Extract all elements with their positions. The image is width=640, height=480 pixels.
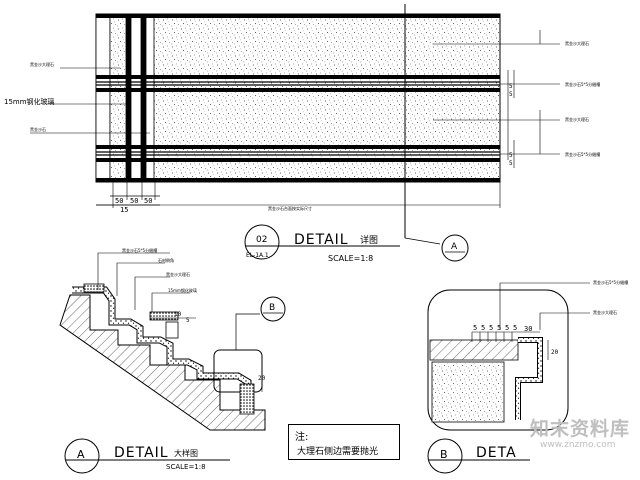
top-outer-frame <box>95 13 501 183</box>
callout-left-mid: 15mm钢化玻璃 <box>4 97 55 106</box>
dim-v-2: 5 <box>509 91 513 98</box>
b-slab <box>429 339 519 361</box>
left-band-6 <box>145 13 155 183</box>
detail-b: 5 5 5 5 5 5 30 20 黑金沙石5*5分缝槽 黑金沙大理石 B DE… <box>427 279 628 474</box>
callout-right-3: 黑金沙大理石 <box>565 116 589 122</box>
b-bubble: B <box>440 448 448 461</box>
b-callout-1: 黑金沙石5*5分缝槽 <box>593 279 628 285</box>
b-dim-3: 5 <box>489 324 493 332</box>
b-dim-1: 5 <box>473 324 477 332</box>
callout-left-bot: 黑金沙石 <box>30 126 46 132</box>
marble-band-inner <box>72 287 251 408</box>
b-dim-2: 5 <box>481 324 485 332</box>
left-band-4 <box>130 13 142 183</box>
a-dim-1: 10 <box>174 311 182 318</box>
a-callout-4: 15mm钢化玻璃 <box>168 287 197 293</box>
a-title: DETAIL <box>114 445 169 461</box>
detail-title-cn: 详图 <box>360 234 378 246</box>
concrete-body <box>59 294 266 431</box>
dim-v-4: 5 <box>509 160 513 167</box>
ref-b-bubble <box>260 296 286 322</box>
b-dim-6: 5 <box>513 324 517 332</box>
callout-left-top: 黑金沙大理石 <box>30 61 54 67</box>
b-dim-4: 5 <box>497 324 501 332</box>
b-dim-side: 30 <box>524 325 532 333</box>
title-bubble <box>244 224 280 260</box>
a-dim-2: 5 <box>186 317 190 324</box>
callout-right-1: 黑金沙大理石 <box>565 40 589 46</box>
top-detail: 黑金沙大理石 15mm钢化玻璃 黑金沙石 黑金沙大理石 黑金沙石5*5分缝槽 黑… <box>4 4 600 263</box>
bottom-note: 黑金沙石台面按实际尺寸 <box>268 205 312 211</box>
a-dim-3: 20 <box>258 375 266 382</box>
hband-2 <box>96 88 500 92</box>
left-band-3 <box>126 14 131 182</box>
a-scale: SCALE=1:8 <box>166 463 206 471</box>
a-bubble: A <box>77 448 85 461</box>
a-title-bubble <box>64 438 100 474</box>
dim-h-sub: 15 <box>120 206 128 214</box>
section-tag: A <box>451 242 458 252</box>
note-box: 注: 大理石侧边需要抛光 <box>288 424 400 460</box>
watermark: 知末资料库 www.znzmo.com <box>530 410 640 480</box>
b-round-frame <box>427 289 569 431</box>
note-text: 大理石侧边需要抛光 <box>297 447 379 457</box>
dim-h-3: 50 <box>144 197 152 205</box>
hband-bottom <box>96 178 500 182</box>
hband-1 <box>96 75 500 79</box>
a-callout-1: 黑金沙石5*5分缝槽 <box>122 247 157 253</box>
b-dim-5: 5 <box>505 324 509 332</box>
hband-top <box>96 14 500 18</box>
bubble-num: 02 <box>256 235 267 245</box>
detail-title: DETAIL <box>294 232 349 248</box>
left-band-1 <box>95 13 111 183</box>
b-dim-right: 20 <box>551 349 559 356</box>
b-title: DETA <box>476 445 517 461</box>
hband-3 <box>96 145 500 149</box>
left-band-2 <box>109 13 127 183</box>
callout-b-box <box>213 349 263 393</box>
detail-scale: SCALE=1:8 <box>328 254 373 263</box>
callout-right-4: 黑金沙石5*5分缝槽 <box>565 151 600 157</box>
detail-a: B 黑金沙石5*5分缝槽 石材倒角 黑金沙大理石 15mm钢化玻璃 10 5 2… <box>59 247 286 474</box>
callout-right-2: 黑金沙石5*5分缝槽 <box>565 81 600 87</box>
left-band-5 <box>141 14 146 182</box>
dim-v-1: 5 <box>509 83 513 90</box>
b-title-bubble <box>427 438 463 474</box>
dim-v-3: 5 <box>509 152 513 159</box>
a-callout-2: 石材倒角 <box>158 257 174 263</box>
hband-4 <box>96 158 500 162</box>
b-marble <box>431 361 505 423</box>
watermark-sub: www.znzmo.com <box>540 440 616 450</box>
watermark-main: 知末资料库 <box>530 418 631 440</box>
a-callout-3: 黑金沙大理石 <box>166 271 190 277</box>
dim-h-1: 50 <box>115 197 123 205</box>
b-callout-2: 黑金沙大理石 <box>593 309 617 315</box>
dim-h-2: 50 <box>130 197 138 205</box>
bubble-ref: EL-1A.1 <box>246 252 269 259</box>
section-tag-bubble <box>441 234 469 262</box>
note-title: 注: <box>295 432 309 443</box>
ref-b: B <box>269 303 275 313</box>
a-title-cn: 大样图 <box>174 448 198 458</box>
